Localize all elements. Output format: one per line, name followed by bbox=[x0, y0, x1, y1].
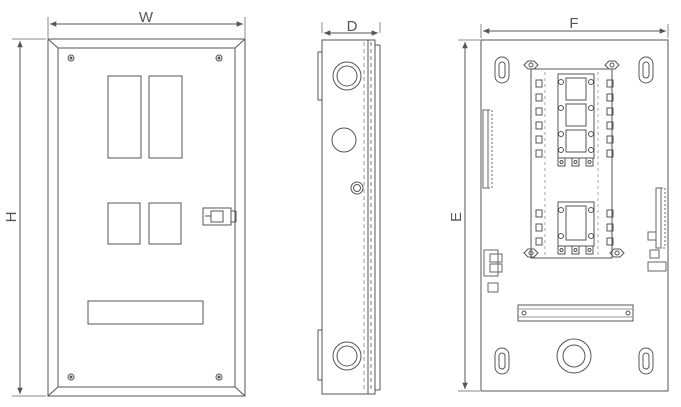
breaker-window-1 bbox=[107, 202, 141, 245]
front-view: W H bbox=[3, 9, 246, 397]
left-small-blocks bbox=[483, 249, 503, 293]
side-door-edge bbox=[367, 39, 376, 395]
meter-window-2 bbox=[148, 75, 183, 159]
breaker-window-2 bbox=[148, 202, 182, 245]
side-view: D bbox=[317, 18, 381, 395]
height-label: H bbox=[3, 212, 20, 223]
back-plate bbox=[480, 39, 669, 392]
terminal-blocks bbox=[535, 79, 614, 246]
width-label: W bbox=[139, 9, 154, 26]
height-dimension: H bbox=[3, 38, 46, 397]
front-screws bbox=[67, 54, 223, 381]
interior-height-dimension: E bbox=[448, 39, 480, 392]
left-terminal-strip bbox=[482, 109, 493, 189]
interior-width-label: F bbox=[569, 15, 578, 32]
interior-height-label: E bbox=[448, 212, 465, 222]
interior-view: F E bbox=[448, 15, 669, 392]
din-rail bbox=[517, 304, 634, 322]
interior-width-dimension: F bbox=[480, 15, 669, 38]
side-knockouts bbox=[331, 61, 364, 371]
label-slot bbox=[87, 300, 204, 325]
depth-label: D bbox=[347, 18, 358, 35]
door-lock bbox=[202, 207, 237, 226]
lower-breaker bbox=[557, 201, 595, 255]
mounting-slots bbox=[494, 56, 654, 375]
side-body bbox=[321, 39, 369, 395]
mounting-plate bbox=[530, 68, 613, 259]
front-outer-frame bbox=[47, 38, 246, 397]
right-terminal-strip bbox=[647, 187, 667, 272]
depth-dimension: D bbox=[321, 18, 381, 36]
plate-nuts bbox=[523, 60, 625, 258]
upper-breaker bbox=[557, 73, 595, 167]
front-door bbox=[57, 47, 236, 388]
meter-window-1 bbox=[107, 75, 142, 159]
width-dimension: W bbox=[47, 9, 246, 38]
bottom-knockout bbox=[556, 338, 592, 374]
